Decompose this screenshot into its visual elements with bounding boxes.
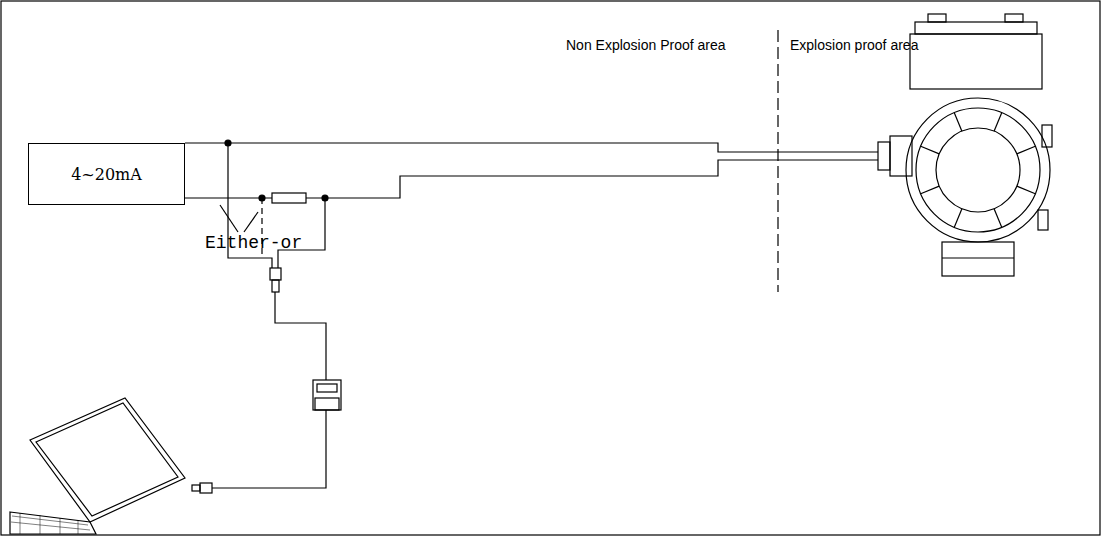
modem-cable xyxy=(275,292,326,380)
leader-line xyxy=(220,205,238,232)
clip-connector xyxy=(272,280,279,292)
area-divider xyxy=(777,30,778,292)
area-label: Explosion proof area xyxy=(790,37,918,53)
laptop-keyboard xyxy=(11,513,90,534)
usb-plug xyxy=(192,485,200,491)
area-label: Non Explosion Proof area xyxy=(566,37,726,53)
wire xyxy=(306,160,878,198)
resistor-symbol xyxy=(272,193,306,203)
clip-connector xyxy=(270,268,281,280)
usb-plug xyxy=(200,483,212,493)
leader-line xyxy=(244,212,258,232)
transmitter xyxy=(878,14,1052,276)
node-text: 4~20mA xyxy=(71,165,142,184)
wire xyxy=(185,143,878,152)
hart-modem xyxy=(317,384,337,392)
usb-cable xyxy=(212,410,326,488)
hart-modem xyxy=(313,380,341,410)
signal-source-box: 4~20mA xyxy=(28,143,185,205)
laptop-screen xyxy=(30,398,185,522)
laptop-base xyxy=(10,512,96,534)
note-label: Either-or xyxy=(205,233,302,253)
laptop-screen xyxy=(36,403,178,516)
hart-modem xyxy=(315,398,339,410)
